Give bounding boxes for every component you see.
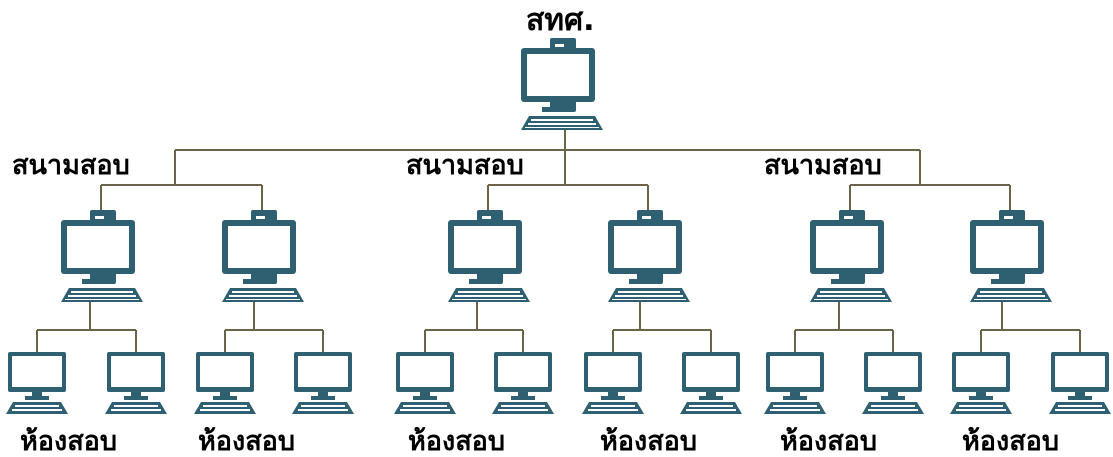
root-computer-icon: [521, 38, 603, 130]
computer-nodes: [6, 38, 1111, 414]
site-label-3: สนามสอบ: [764, 150, 882, 181]
site-computer-icon: [810, 210, 892, 302]
site-computer-icon: [61, 210, 143, 302]
site-label-2: สนามสอบ: [406, 150, 524, 181]
room-computer-icon: [194, 352, 256, 414]
site-label-1: สนามสอบ: [12, 150, 130, 181]
room-computer-icon: [105, 352, 167, 414]
room-label-6: ห้องสอบ: [962, 426, 1060, 457]
site-computer-icon: [608, 210, 690, 302]
room-computer-icon: [292, 352, 354, 414]
room-computer-icon: [582, 352, 644, 414]
room-computer-icon: [680, 352, 742, 414]
room-computer-icon: [394, 352, 456, 414]
site-computer-icon: [222, 210, 304, 302]
room-computer-icon: [862, 352, 924, 414]
site-computer-icon: [970, 210, 1052, 302]
site-computer-icon: [448, 210, 530, 302]
room-computer-icon: [492, 352, 554, 414]
room-label-1: ห้องสอบ: [20, 426, 118, 457]
connector-lines: [36, 130, 1081, 352]
room-label-2: ห้องสอบ: [198, 426, 296, 457]
room-computer-icon: [1049, 352, 1111, 414]
room-label-4: ห้องสอบ: [600, 426, 698, 457]
room-computer-icon: [950, 352, 1012, 414]
room-label-3: ห้องสอบ: [408, 426, 506, 457]
room-computer-icon: [764, 352, 826, 414]
room-computer-icon: [6, 352, 68, 414]
root-label: สทศ.: [526, 3, 595, 38]
room-label-5: ห้องสอบ: [780, 426, 878, 457]
